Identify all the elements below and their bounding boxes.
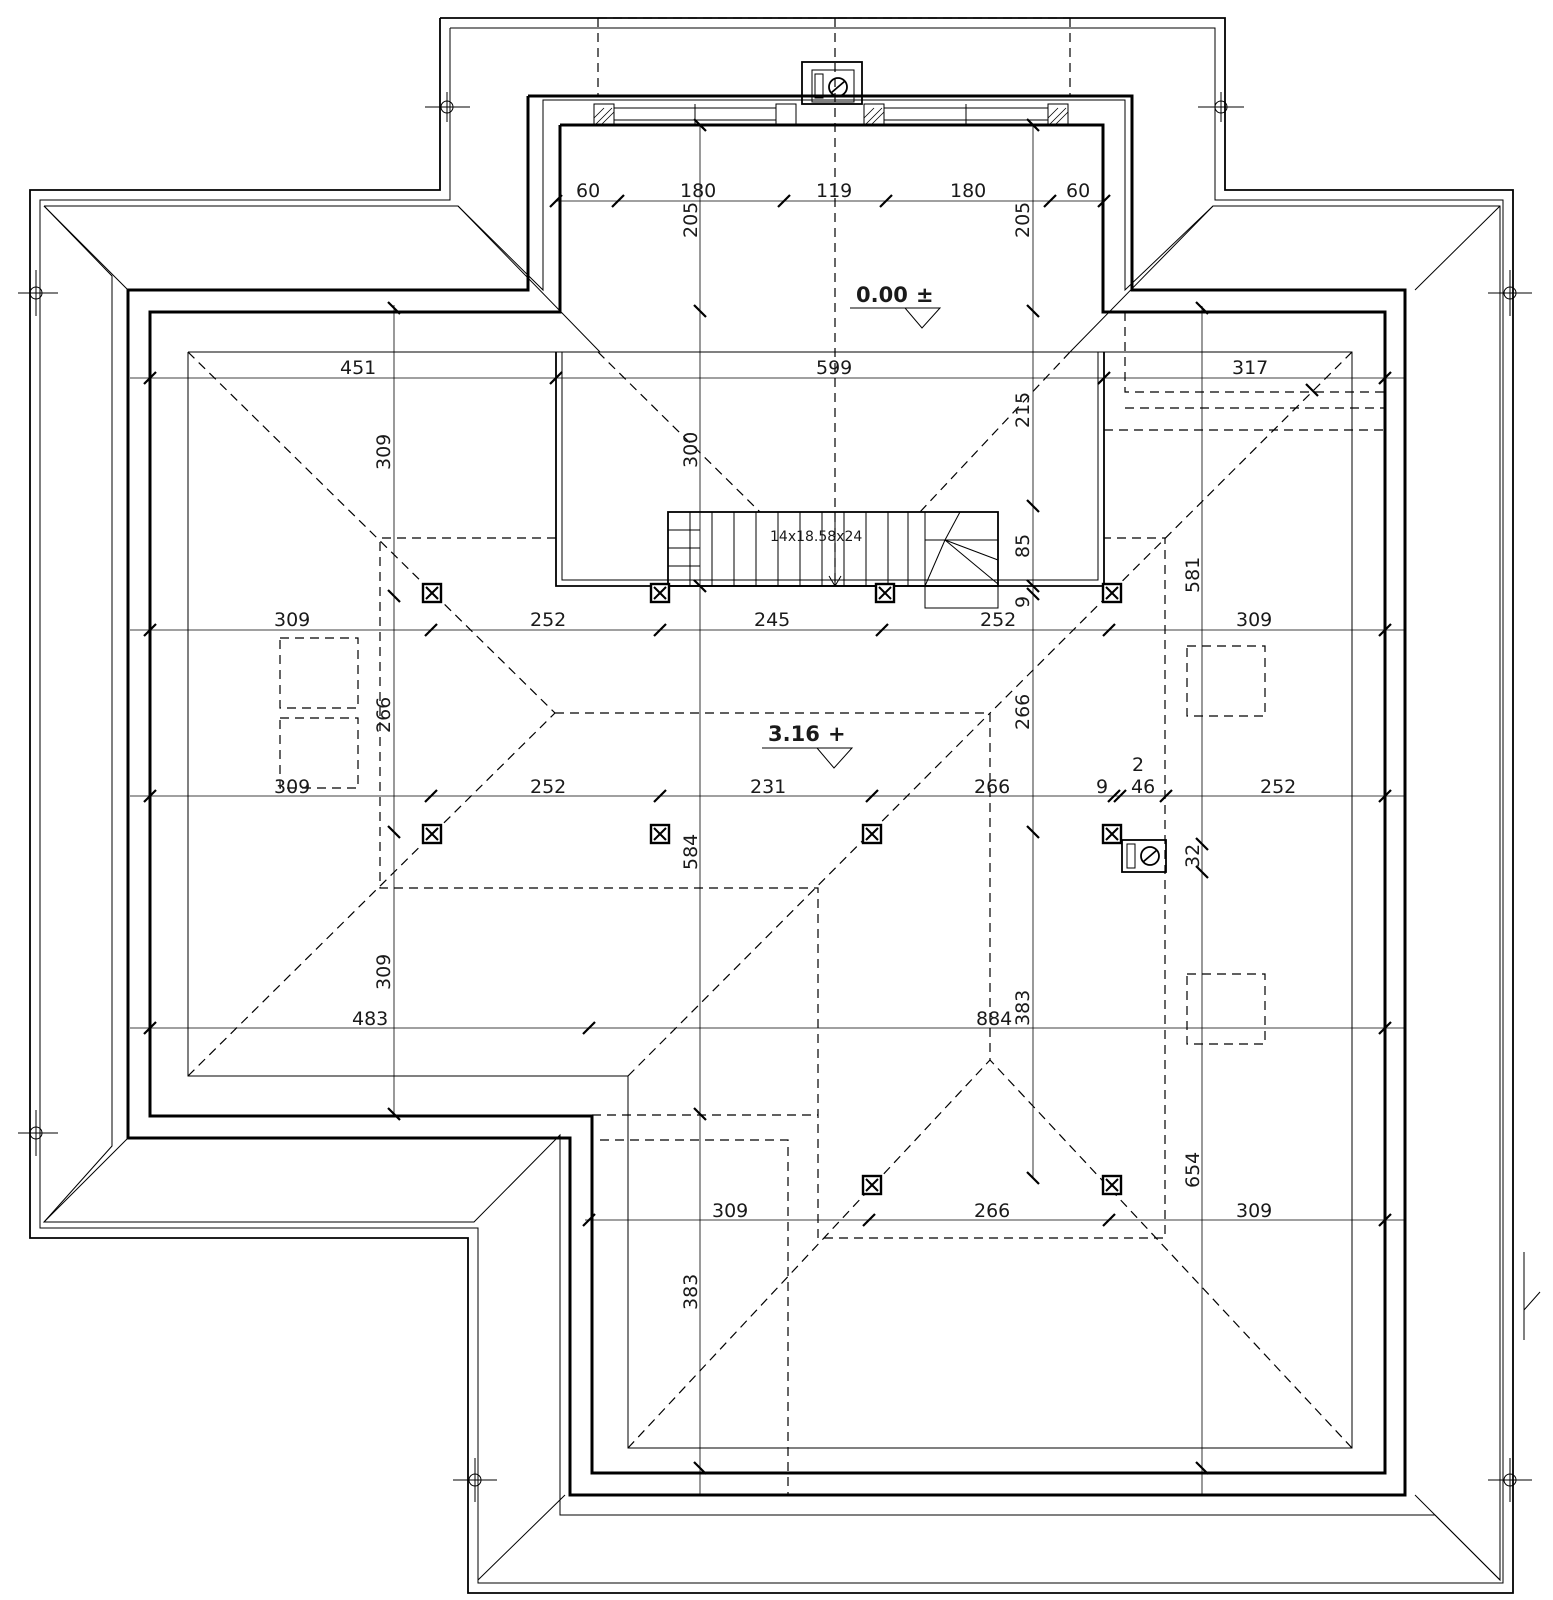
roof-fascia — [42, 99, 1501, 1582]
dimension-lines — [130, 125, 1405, 1496]
dim-e-3: 309 — [1236, 1200, 1272, 1222]
dim-a-3: 317 — [1232, 357, 1268, 379]
roof-edge-inner — [39, 27, 1504, 1584]
dim-c-3: 231 — [750, 776, 786, 798]
roof-outline — [29, 17, 1514, 1594]
dim-center-3: 383 — [680, 1274, 702, 1310]
dim-right-1: 215 — [1012, 392, 1034, 428]
post-symbol — [1101, 823, 1123, 845]
dormer-windows — [593, 103, 1069, 125]
post-symbol — [649, 823, 671, 845]
dim-c-5: 9 — [1096, 776, 1108, 798]
dimension-ticks — [143, 118, 1392, 1475]
chimney-top — [801, 61, 863, 105]
dimension-labels: 60 180 119 180 60 205 205 451 599 317 30… — [274, 180, 1296, 1310]
chimney-right — [1121, 839, 1167, 873]
dim-c-6: 2 — [1132, 754, 1144, 776]
post-symbol — [861, 823, 883, 845]
level-sign-attic: + — [828, 722, 846, 746]
dim-left-3: 309 — [373, 954, 395, 990]
post-symbol — [1101, 1174, 1123, 1196]
post-symbol — [649, 582, 671, 604]
dim-a-1: 451 — [340, 357, 376, 379]
post-symbol — [874, 582, 896, 604]
dim-top-vert-right: 205 — [1012, 202, 1034, 238]
knee-wall-line — [187, 351, 1353, 1449]
stair-label: 14x18.58x24 — [770, 529, 862, 545]
dim-far-right-1: 581 — [1182, 557, 1204, 593]
dim-top-4: 180 — [950, 180, 986, 202]
dim-left-1: 309 — [373, 434, 395, 470]
dim-right-3: 9 — [1012, 596, 1034, 608]
dim-left-2: 266 — [373, 697, 395, 733]
wall-inner-face — [148, 123, 1387, 1475]
dim-b-3: 245 — [754, 609, 790, 631]
dim-far-right-2: 32 — [1182, 844, 1204, 868]
grid-markers — [18, 92, 1541, 1502]
skylight-right-1 — [1186, 645, 1266, 717]
dim-top-5: 60 — [1066, 180, 1090, 202]
dim-center-1: 300 — [680, 432, 702, 468]
dim-right-2: 85 — [1012, 534, 1034, 558]
dim-b-5: 309 — [1236, 609, 1272, 631]
dim-e-2: 266 — [974, 1200, 1010, 1222]
skylight-left-1 — [279, 637, 359, 709]
level-value-ground: 0.00 — [856, 283, 908, 307]
dim-far-right-3: 654 — [1182, 1152, 1204, 1188]
dim-e-1: 309 — [712, 1200, 748, 1222]
dim-center-2: 584 — [680, 834, 702, 870]
level-marker-attic: 3.16 + — [762, 722, 854, 769]
post-symbol — [861, 1174, 883, 1196]
dim-b-4: 252 — [980, 609, 1016, 631]
level-sign-ground: ± — [916, 283, 934, 307]
dim-d-2: 884 — [976, 1008, 1012, 1030]
dim-c-8: 252 — [1260, 776, 1296, 798]
dim-c-7: 46 — [1131, 776, 1155, 798]
roof-ridge-lines — [187, 17, 1385, 1496]
dim-top-1: 60 — [576, 180, 600, 202]
dim-top-3: 119 — [816, 180, 852, 202]
posts — [421, 582, 1123, 1196]
skylight-left-2 — [279, 717, 359, 789]
dim-a-2: 599 — [816, 357, 852, 379]
dim-c-2: 252 — [530, 776, 566, 798]
post-symbol — [421, 823, 443, 845]
level-marker-ground: 0.00 ± — [850, 283, 942, 329]
dim-top-vert-left: 205 — [680, 202, 702, 238]
dim-c-1: 309 — [274, 776, 310, 798]
dim-b-2: 252 — [530, 609, 566, 631]
dim-d-1: 483 — [352, 1008, 388, 1030]
dim-right-5: 383 — [1012, 990, 1034, 1026]
dim-top-2: 180 — [680, 180, 716, 202]
staircase: 14x18.58x24 — [667, 511, 999, 609]
wall-outer-face — [126, 94, 1407, 1497]
dim-b-1: 309 — [274, 609, 310, 631]
roof-edge-outer — [29, 17, 1514, 1594]
post-symbol — [1101, 582, 1123, 604]
dim-c-4: 266 — [974, 776, 1010, 798]
dim-right-4: 266 — [1012, 694, 1034, 730]
skylight-right-2 — [1186, 973, 1266, 1045]
window-jamb-left — [593, 103, 615, 125]
post-symbol — [421, 582, 443, 604]
stair-outline — [667, 511, 999, 587]
level-value-attic: 3.16 — [768, 722, 820, 746]
